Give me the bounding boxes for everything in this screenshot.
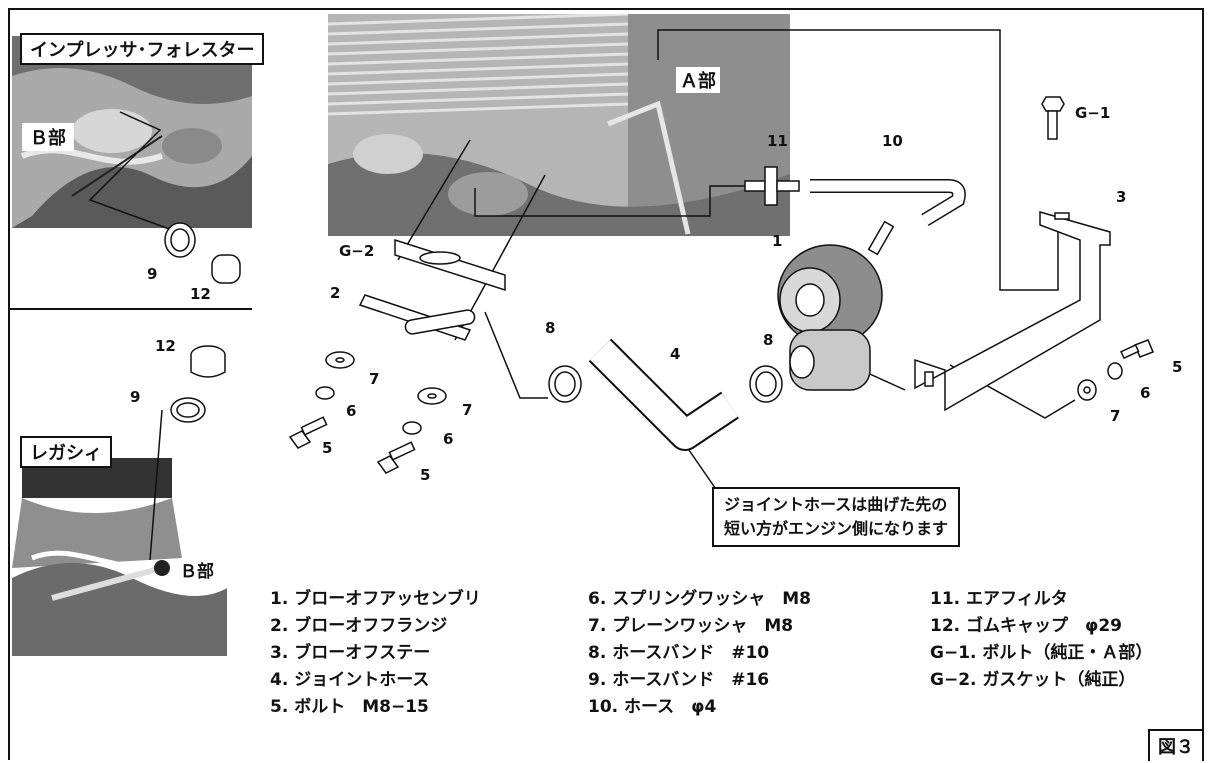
leader-hose-end [484, 311, 548, 399]
legend-item: 7. プレーンワッシャ M8 [588, 616, 794, 636]
callout-4: 4 [670, 345, 681, 363]
legend-item: 4. ジョイントホース [270, 670, 430, 690]
callout-g1: G−1 [1075, 104, 1111, 122]
figure-label: 図３ [1148, 729, 1204, 761]
legend-item: 8. ホースバンド #10 [588, 643, 770, 663]
callout-11: 11 [767, 132, 788, 150]
callout-7-a: 7 [369, 370, 380, 388]
callout-1: 1 [772, 232, 783, 250]
parts-legend-col-1: 1. ブローオフアッセンブリ 2. ブローオフフランジ 3. ブローオフステー … [270, 586, 481, 721]
legacy-b-part-label: Ｂ部 [180, 562, 214, 582]
left-divider [10, 308, 252, 310]
legacy-label: レガシィ [20, 436, 112, 468]
leader-impreza [88, 111, 173, 231]
callout-6-a: 6 [346, 402, 357, 420]
blowoff-drawing [777, 220, 895, 391]
photo-intercooler [328, 14, 790, 236]
callout-9-b: 9 [130, 388, 141, 406]
callout-6-c: 6 [1140, 384, 1151, 402]
rubber-caps-drawing [190, 254, 241, 378]
legend-item: 5. ボルト M8−15 [270, 697, 429, 717]
callout-7-b: 7 [462, 401, 473, 419]
callout-5-a: 5 [322, 439, 333, 457]
parts-legend-col-2: 6. スプリングワッシャ M8 7. プレーンワッシャ M8 8. ホースバンド… [588, 586, 811, 721]
callout-12-b: 12 [155, 337, 176, 355]
callout-6-b: 6 [443, 430, 454, 448]
callout-9-a: 9 [147, 265, 158, 283]
legend-item: G−2. ガスケット（純正） [930, 670, 1136, 690]
callout-5-c: 5 [1172, 358, 1183, 376]
legend-item: 12. ゴムキャップ φ29 [930, 616, 1122, 636]
callout-g2: G−2 [339, 242, 375, 260]
impreza-b-part-label: Ｂ部 [22, 123, 74, 151]
stay-drawing [914, 211, 1111, 412]
note-line-1: ジョイントホースは曲げた先の [724, 495, 948, 514]
legend-item: 10. ホース φ4 [588, 697, 717, 717]
air-filter-drawing [744, 166, 800, 206]
callout-3: 3 [1116, 188, 1127, 206]
legend-item: 1. ブローオフアッセンブリ [270, 589, 481, 609]
legend-item: 2. ブローオフフランジ [270, 616, 448, 636]
leader-gasket [397, 139, 471, 261]
parts-legend-col-3: 11. エアフィルタ 12. ゴムキャップ φ29 G−1. ボルト（純正・Ａ部… [930, 586, 1152, 694]
joint-hose-note: ジョイントホースは曲げた先の 短い方がエンジン側になります [712, 487, 961, 547]
leader-a-part [657, 29, 1059, 291]
callout-8-b: 8 [763, 331, 774, 349]
callout-12-a: 12 [190, 285, 211, 303]
legend-item: 3. ブローオフステー [270, 643, 431, 663]
impreza-forester-label: インプレッサ･フォレスター [20, 33, 265, 65]
legend-item: 9. ホースバンド #16 [588, 670, 770, 690]
leader-filter-hose [474, 185, 760, 217]
legend-item: G−1. ボルト（純正・Ａ部） [930, 643, 1153, 663]
diagram-frame [8, 8, 1204, 760]
legend-item: 6. スプリングワッシャ M8 [588, 589, 811, 609]
washers-bolts-drawing [288, 339, 1154, 474]
callout-5-b: 5 [420, 466, 431, 484]
callout-8-a: 8 [545, 319, 556, 337]
note-line-2: 短い方がエンジン側になります [724, 519, 949, 538]
hose-bands-drawing [164, 222, 783, 423]
callout-10: 10 [882, 132, 903, 150]
a-part-label: Ａ部 [676, 67, 720, 93]
callout-2: 2 [330, 284, 341, 302]
gasket-flange-drawing [358, 238, 506, 341]
callout-7-c: 7 [1110, 407, 1121, 425]
g1-bolt-drawing [1041, 96, 1065, 140]
legend-item: 11. エアフィルタ [930, 589, 1068, 609]
leader-legacy [149, 409, 163, 561]
photo-legacy [12, 438, 227, 656]
